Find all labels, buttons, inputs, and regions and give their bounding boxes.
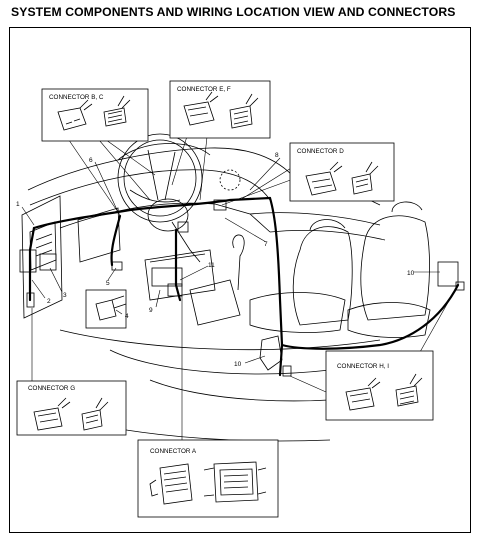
callout-7: 7 [264, 241, 268, 248]
connector-g-box [16, 380, 127, 436]
connector-hi-box [325, 350, 434, 421]
callout-2: 2 [47, 298, 51, 305]
connector-ef-box [169, 80, 271, 139]
vehicle-interior-illustration [21, 133, 431, 442]
page-title: SYSTEM COMPONENTS AND WIRING LOCATION VI… [11, 5, 456, 19]
connector-d-box [289, 142, 395, 202]
connector-d-label: CONNECTOR D [297, 148, 344, 155]
callout-9: 9 [149, 307, 153, 314]
callout-10-rear: 10 [407, 270, 415, 277]
callout-3: 3 [63, 292, 67, 299]
callout-1: 1 [16, 201, 20, 208]
connector-ef-label: CONNECTOR E, F [177, 86, 231, 93]
connector-hi-label: CONNECTOR H, I [337, 363, 389, 370]
harness-components [19, 169, 465, 377]
connector-g-label: CONNECTOR G [28, 385, 75, 392]
connector-bc-box [41, 88, 149, 142]
callout-4: 4 [125, 313, 129, 320]
callout-10-front: 10 [234, 361, 242, 368]
connector-bc-label: CONNECTOR B, C [49, 94, 104, 101]
callout-8: 8 [275, 152, 279, 159]
wiring-harness [28, 196, 460, 377]
callout-11: 11 [208, 262, 215, 269]
connector-a-box [137, 439, 279, 518]
diagram-frame [9, 27, 471, 533]
callout-6: 6 [89, 157, 93, 164]
connector-a-label: CONNECTOR A [150, 448, 197, 455]
callout-5: 5 [106, 280, 110, 287]
